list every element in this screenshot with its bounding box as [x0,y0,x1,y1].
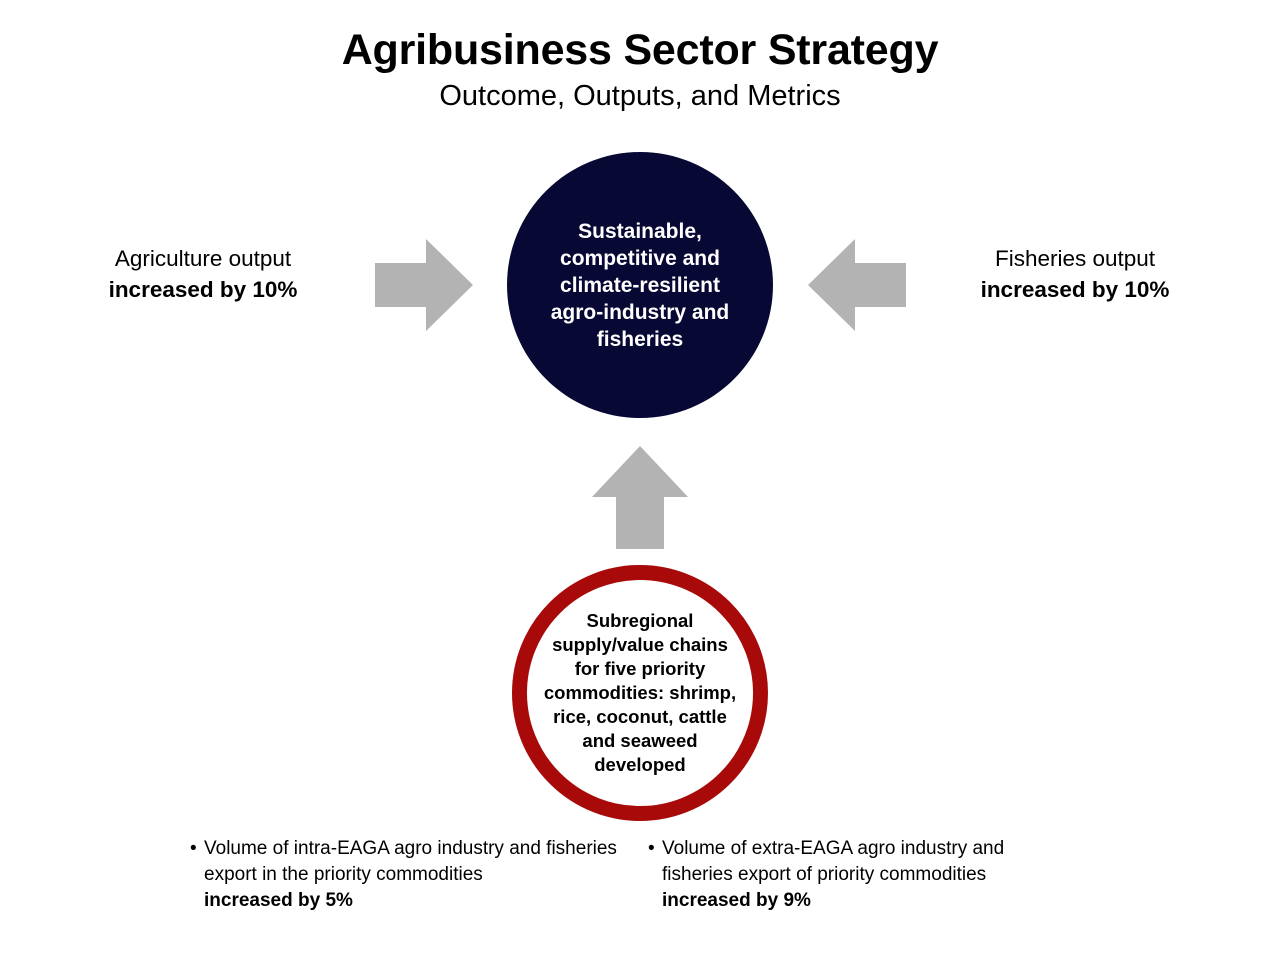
output-circle: Subregional supply/value chains for five… [512,565,768,821]
arrow-right-icon [375,239,473,331]
page-title: Agribusiness Sector Strategy [341,26,939,74]
arrow-left-icon [808,239,906,331]
fisheries-output-metric: Fisheries output increased by 10% [925,243,1225,305]
metric-extra-eaga-emphasis: increased by 9% [662,890,811,911]
arrow-up-icon [592,446,688,549]
fisheries-output-metric-line2: increased by 10% [980,277,1170,302]
agriculture-output-metric-line1: Agriculture output [114,246,292,271]
outcome-circle: Sustainable, competitive and climate-res… [507,152,773,418]
metric-extra-eaga-body: Volume of extra-EAGA agro industry and f… [662,836,1078,914]
fisheries-output-metric-line1: Fisheries output [994,246,1156,271]
page-subtitle: Outcome, Outputs, and Metrics [439,80,841,112]
metric-intra-eaga-body: Volume of intra-EAGA agro industry and f… [204,836,620,914]
metric-intra-eaga-emphasis: increased by 5% [204,890,353,911]
bullet-icon: • [648,838,655,859]
bullet-icon: • [190,838,197,859]
metric-extra-eaga: • Volume of extra-EAGA agro industry and… [648,836,1078,914]
metric-extra-eaga-text: Volume of extra-EAGA agro industry and f… [662,838,1005,885]
outcome-circle-label: Sustainable, competitive and climate-res… [550,219,730,351]
output-circle-label: Subregional supply/value chains for five… [543,610,737,775]
agriculture-output-metric-line2: increased by 10% [108,277,298,302]
title-block: Agribusiness Sector Strategy Outcome, Ou… [0,24,1280,114]
metric-intra-eaga-text: Volume of intra-EAGA agro industry and f… [204,838,617,885]
agriculture-output-metric: Agriculture output increased by 10% [53,243,353,305]
metric-intra-eaga: • Volume of intra-EAGA agro industry and… [190,836,620,914]
